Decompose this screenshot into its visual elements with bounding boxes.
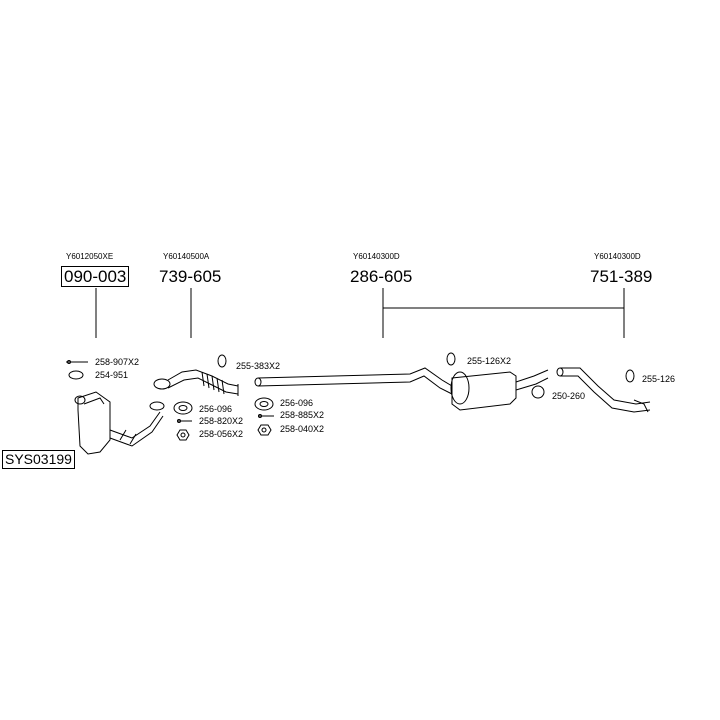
ref-code-739-605: Y60140500A — [163, 252, 210, 261]
hardware-label[interactable]: 258-040X2 — [280, 424, 325, 434]
nut-front — [176, 429, 190, 441]
bolt-front — [177, 419, 192, 423]
bolt-middle — [258, 414, 274, 418]
ref-code-286-605: Y60140300D — [353, 252, 400, 261]
part-number-751-389[interactable]: 751-389 — [590, 267, 653, 286]
front-pipe-flex — [153, 354, 239, 396]
ref-code-751-389: Y60140300D — [594, 252, 641, 261]
hardware-label[interactable]: 258-820X2 — [199, 416, 244, 426]
gasket-front — [173, 401, 193, 415]
hardware-label[interactable]: 254-951 — [95, 370, 129, 380]
hardware-label[interactable]: 255-126X2 — [467, 356, 512, 366]
part-number-090-003[interactable]: 090-003 — [61, 266, 130, 287]
hardware-label[interactable]: 258-907X2 — [95, 357, 140, 367]
system-code-badge: SYS03199 — [2, 450, 75, 470]
gasket-middle — [254, 397, 274, 411]
middle-pipe-silencer — [254, 352, 549, 411]
hardware-label[interactable]: 256-096 — [199, 404, 233, 414]
part-number-739-605[interactable]: 739-605 — [159, 267, 222, 286]
nut-middle — [257, 424, 272, 436]
ref-code-090-003: Y6012050XE — [66, 252, 114, 261]
hardware-label[interactable]: 250-260 — [552, 391, 586, 401]
hardware-label[interactable]: 256-096 — [280, 398, 314, 408]
hardware-label[interactable]: 258-885X2 — [280, 410, 325, 420]
hardware-label[interactable]: 258-056X2 — [199, 429, 244, 439]
hardware-label[interactable]: 255-126 — [642, 374, 676, 384]
catalytic-converter — [74, 391, 165, 455]
rear-tail-pipe — [556, 367, 651, 413]
part-number-286-605[interactable]: 286-605 — [350, 267, 413, 286]
hardware-label[interactable]: 255-383X2 — [236, 361, 281, 371]
converter-clamp — [66, 360, 88, 380]
